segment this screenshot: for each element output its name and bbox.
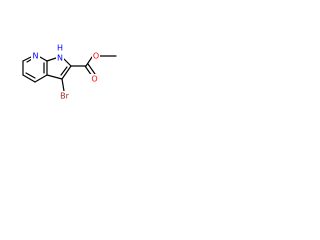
molecule-structure: N N H O O Br [0,0,152,152]
bond-c3a-c4 [35,75,47,82]
bond-n1-c2 [64,59,71,66]
atom-n-pyridine: N [31,51,40,61]
bond-c7a-n1 [47,58,56,61]
bond-c3-br [62,79,64,91]
atom-nh: N H [56,43,64,63]
atom-label-o-carbonyl: O [91,75,97,84]
bond-c3-c3a [47,75,62,79]
atom-label-nh-h: H [57,44,63,53]
atom-label-br: Br [60,92,69,101]
bond-n7-c7a [40,57,47,61]
atom-o-ester: O [92,51,100,61]
atom-label-n-pyridine: N [33,52,39,61]
atom-label-o-ester: O [93,52,99,61]
atom-o-carbonyl: O [90,74,99,84]
bond-c4-c5 [23,75,35,82]
atom-label-nh: N [57,54,63,63]
atom-br: Br [57,91,72,101]
